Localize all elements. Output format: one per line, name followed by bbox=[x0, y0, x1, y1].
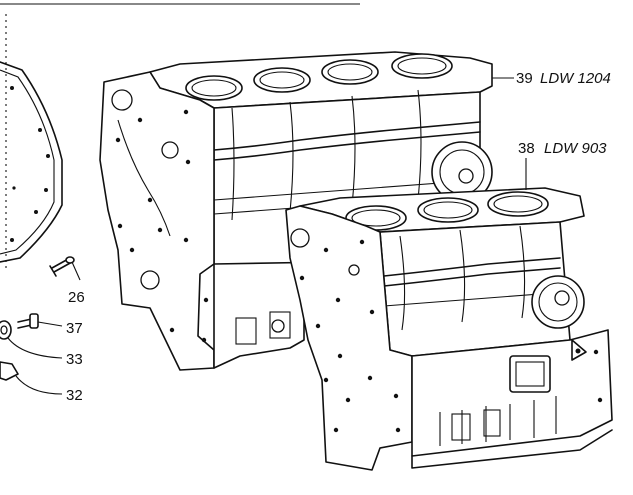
top-frame bbox=[0, 3, 360, 270]
leader-lines bbox=[492, 77, 527, 190]
washer-33 bbox=[0, 320, 63, 359]
callout-32-number: 32 bbox=[66, 387, 83, 404]
callout-39-model: LDW 1204 bbox=[540, 70, 611, 87]
callout-38-number: 38 bbox=[518, 140, 535, 157]
callout-38-model: LDW 903 bbox=[544, 140, 607, 157]
callout-39-number: 39 bbox=[516, 70, 533, 87]
engine-block-ldw1204 bbox=[99, 51, 493, 371]
callout-26-number: 26 bbox=[68, 289, 85, 306]
bolt-26 bbox=[49, 256, 81, 281]
callout-33-number: 33 bbox=[66, 351, 83, 368]
bolt-37 bbox=[17, 313, 63, 329]
callout-37-number: 37 bbox=[66, 320, 83, 337]
plug-32 bbox=[0, 361, 63, 395]
side-cover-plate bbox=[0, 61, 63, 263]
engine-block-ldw903 bbox=[285, 187, 613, 471]
